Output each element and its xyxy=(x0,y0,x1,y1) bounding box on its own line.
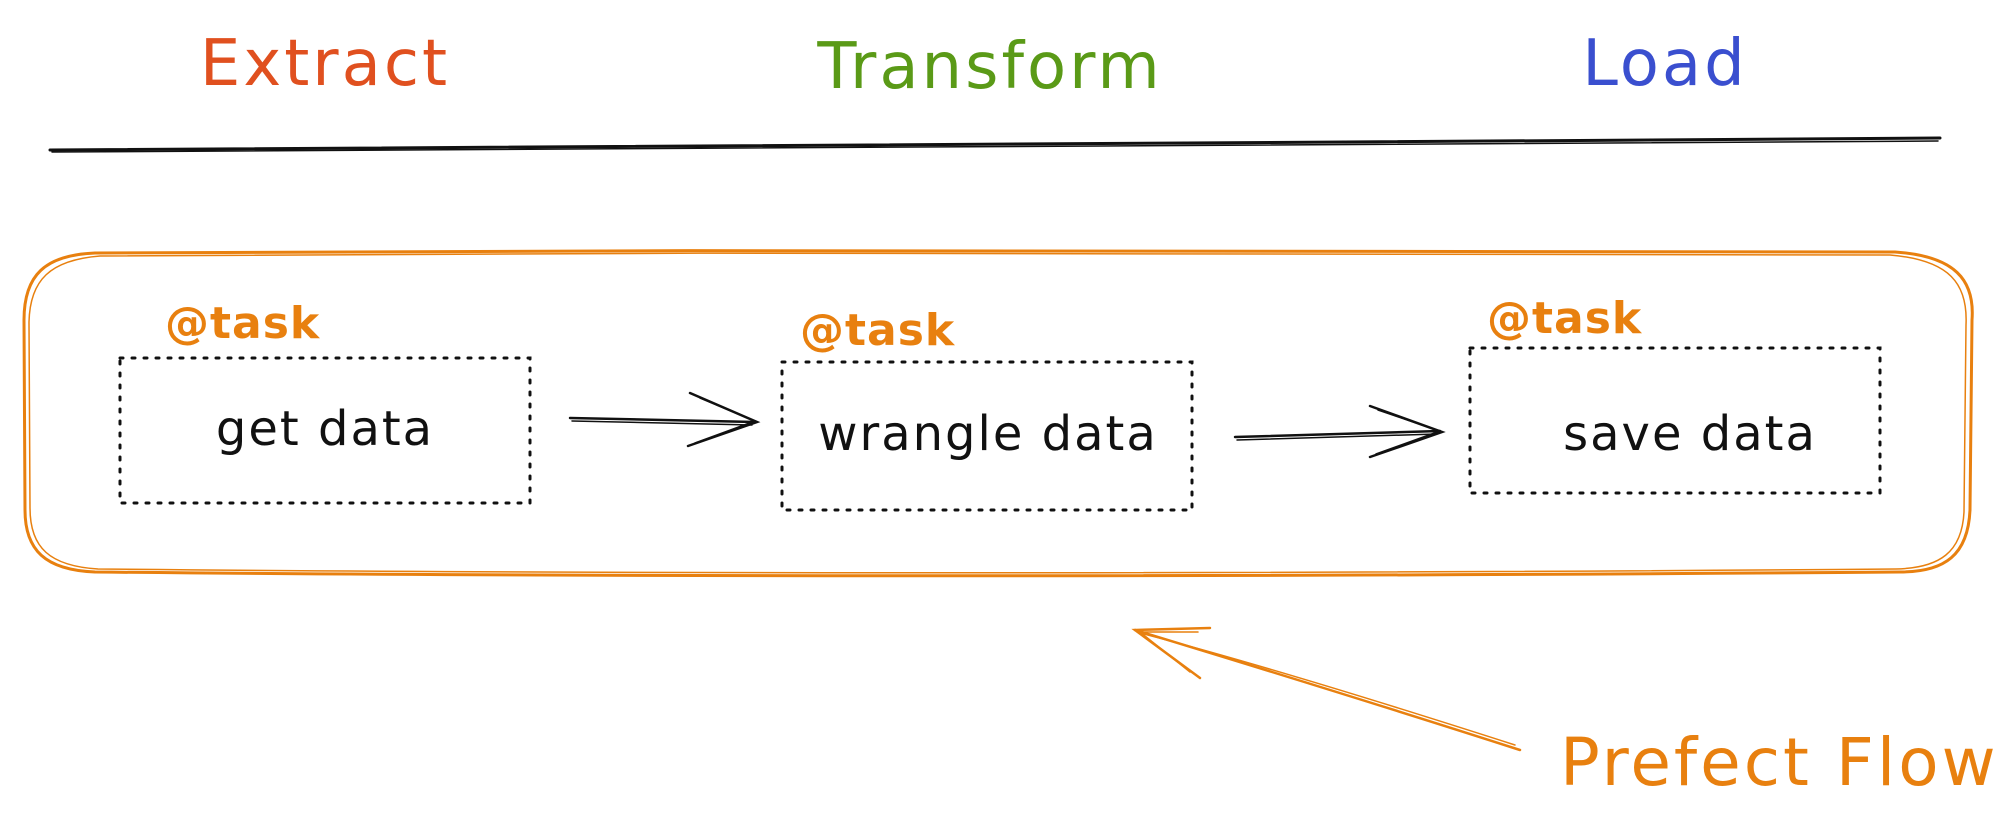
phase-load-label: Load xyxy=(1582,27,1748,101)
task-3-box xyxy=(1468,346,1882,495)
flow-label: Prefect Flow xyxy=(1560,724,1999,801)
flow-container xyxy=(22,248,1974,578)
task-3-label: save data xyxy=(1563,406,1817,462)
task-1-label: get data xyxy=(216,401,434,457)
task-2-decorator: @task xyxy=(800,305,956,356)
header-divider xyxy=(48,136,1942,153)
arrow-2 xyxy=(1233,404,1446,459)
task-3-decorator: @task xyxy=(1487,293,1643,344)
arrow-1 xyxy=(568,391,761,448)
task-2-box xyxy=(780,360,1194,512)
phase-extract-label: Extract xyxy=(200,27,450,101)
task-1-decorator: @task xyxy=(165,298,321,349)
phase-transform-label: Transform xyxy=(816,30,1162,104)
task-2-label: wrangle data xyxy=(818,406,1158,462)
task-1-box xyxy=(118,356,532,505)
flow-pointer-arrow xyxy=(1131,626,1522,752)
